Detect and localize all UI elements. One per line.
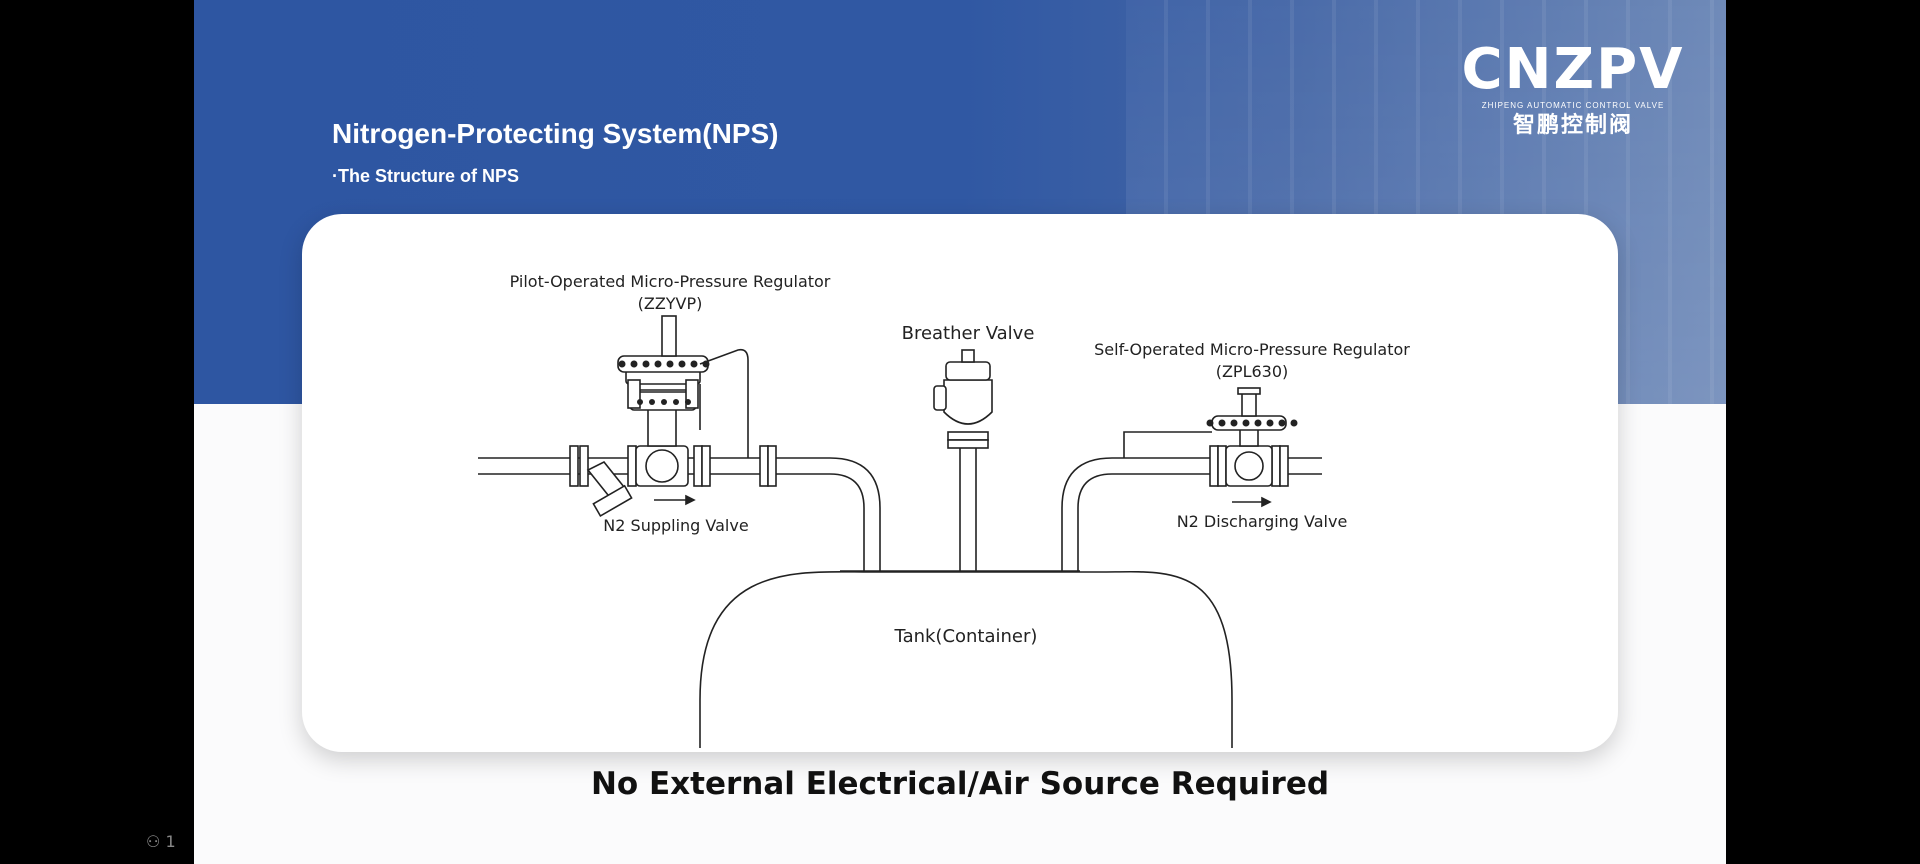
logo-wordmark: CNZPV bbox=[1461, 37, 1685, 102]
tank-label: Tank(Container) bbox=[894, 626, 1038, 647]
participant-count: 1 bbox=[165, 832, 176, 851]
footer-statement: No External Electrical/Air Source Requir… bbox=[590, 766, 1330, 802]
supply-flange bbox=[627, 445, 637, 487]
self-impulse-line bbox=[1123, 431, 1212, 458]
pilot-regulator-label: Pilot-Operated Micro-Pressure Regulator bbox=[510, 272, 831, 291]
breather-valve-flange bbox=[947, 431, 989, 441]
self-regulator-model: (ZPL630) bbox=[1216, 362, 1289, 381]
company-logo: CNZPV ZHIPENG AUTOMATIC CONTROL VALVE 智鹏… bbox=[1448, 40, 1698, 140]
pilot-impulse-line bbox=[699, 348, 749, 458]
logo-chinese-name: 智鹏控制阀 bbox=[1512, 112, 1633, 137]
breather-valve-label: Breather Valve bbox=[902, 323, 1035, 344]
breather-valve-body bbox=[943, 379, 993, 425]
supply-valve-label: N2 Suppling Valve bbox=[603, 516, 748, 535]
discharge-valve-label: N2 Discharging Valve bbox=[1177, 512, 1348, 531]
nps-structure-diagram: Pilot-Operated Micro-Pressure Regulator … bbox=[478, 272, 1410, 748]
discharge-pipe bbox=[1061, 457, 1322, 571]
slide-subtitle: ·The Structure of NPS bbox=[332, 166, 520, 186]
tank-outline bbox=[699, 570, 1233, 748]
supply-pipe bbox=[478, 457, 881, 571]
self-regulator-label: Self-Operated Micro-Pressure Regulator bbox=[1094, 340, 1410, 359]
logo-tagline: ZHIPENG AUTOMATIC CONTROL VALVE bbox=[1481, 101, 1665, 110]
slide-title: Nitrogen-Protecting System(NPS) bbox=[332, 118, 779, 149]
pilot-regulator-model: (ZZYVP) bbox=[638, 294, 703, 313]
supply-flange bbox=[569, 445, 579, 487]
person-icon: ⚇ bbox=[146, 832, 161, 851]
participant-indicator: ⚇ 1 bbox=[146, 832, 176, 851]
